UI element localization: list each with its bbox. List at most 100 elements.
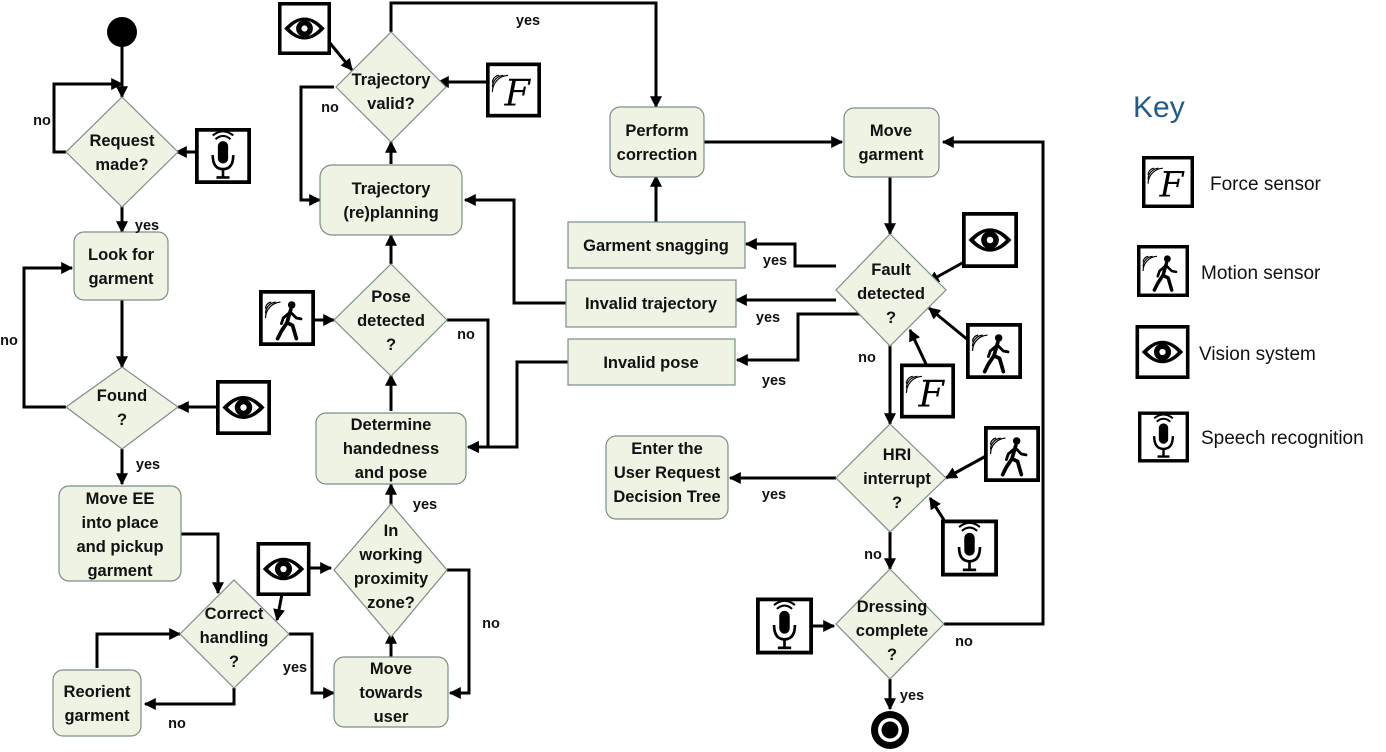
node-label-line: garment [87,562,153,580]
node-label-line: Dressing [857,598,928,616]
edge-label-fault-trajectory-yes: yes [756,310,780,326]
svg-text:Garment snagging: Garment snagging [583,237,729,255]
legend-label-force: Force sensor [1210,174,1322,195]
edge-label-proximity-no: no [482,616,500,632]
end-node [871,711,909,749]
node-label-line: Correct [205,605,264,623]
node-label-line: ? [892,494,902,512]
node-label-line: and pickup [76,538,163,556]
legend-speech-recognition-icon [1138,411,1189,463]
edge-label-trajectory-no: no [321,100,339,116]
state-invalid-pose: Invalid pose [567,338,736,386]
node-label-line: In [384,522,399,540]
edge-label-request-no: no [33,113,51,129]
node-label-line: Found [97,387,147,405]
edge-label-found-yes: yes [136,457,160,473]
node-label-line: complete [856,622,928,640]
node-label-line: Invalid pose [603,354,698,372]
vision-system-icon [256,542,311,596]
node-label-line: Move [870,122,912,140]
legend-vision-system-icon [1135,325,1190,379]
node-label-line: Reorient [64,683,131,701]
force-sensor-icon [486,62,541,118]
node-label-line: and pose [355,464,427,482]
node-label-line: Fault [871,261,911,279]
legend-title: Key [1133,91,1185,124]
edge-label-handling-yes: yes [283,660,307,676]
flow-edges [22,1,1045,711]
svg-text:Invalid trajectory: Invalid trajectory [585,295,718,313]
start-node [107,17,137,47]
node-label-line: garment [64,707,130,725]
edge-label-fault-no: no [858,350,876,366]
node-label-line: (re)planning [343,204,438,222]
node-label-line: Enter the [631,440,703,458]
edge-label-dressing-no: no [955,634,973,650]
state-invalid-trajectory: Invalid trajectory [565,279,737,328]
motion-sensor-icon [259,289,315,347]
speech-recognition-icon [756,597,813,655]
node-label-line: interrupt [863,470,931,488]
node-label-line: Trajectory [352,180,432,198]
force-sensor-icon [900,363,955,419]
node-label-line: zone? [367,594,415,612]
node-label-line: ? [886,309,896,327]
edge-label-request-yes: yes [135,218,159,234]
legend: Key Force sensor Motion sensor Vision sy… [1133,91,1364,463]
legend-label-vision: Vision system [1199,344,1316,365]
edge-label-dressing-yes: yes [900,688,924,704]
edge-label-fault-pose-yes: yes [762,373,786,389]
edge-label-pose-no: no [457,327,475,343]
node-label-line: Determine [351,416,432,434]
action-reorient-garment: Reorient garment [52,669,142,737]
svg-text:Found?: Found? [97,387,147,429]
state-garment-snagging: Garment snagging [567,221,746,269]
svg-text:Trajectory(re)planning: Trajectory (re)planning [343,180,438,222]
node-label-line: Pose [371,288,410,306]
node-label-line: Perform [625,122,688,140]
node-label-line: towards [359,684,422,702]
node-label-line: valid? [367,95,415,113]
node-label-line: Garment snagging [583,237,729,255]
node-label-line: garment [858,146,924,164]
node-label-line: user [374,708,409,726]
vision-system-icon [216,379,271,436]
svg-text:Invalid pose: Invalid pose [603,354,698,372]
edge-label-handling-no: no [168,716,186,732]
motion-sensor-icon [984,425,1040,483]
action-move-garment: Move garment [843,107,940,178]
node-label-line: detected [357,312,425,330]
legend-force-sensor-icon [1144,158,1193,207]
legend-motion-sensor-icon [1137,244,1189,298]
node-label-line: Move EE [86,490,155,508]
legend-label-speech: Speech recognition [1201,428,1364,449]
speech-recognition-icon [195,127,251,185]
node-label-line: Invalid trajectory [585,295,718,313]
edge-label-trajectory-yes: yes [516,13,540,29]
node-label-line: made? [95,156,148,174]
